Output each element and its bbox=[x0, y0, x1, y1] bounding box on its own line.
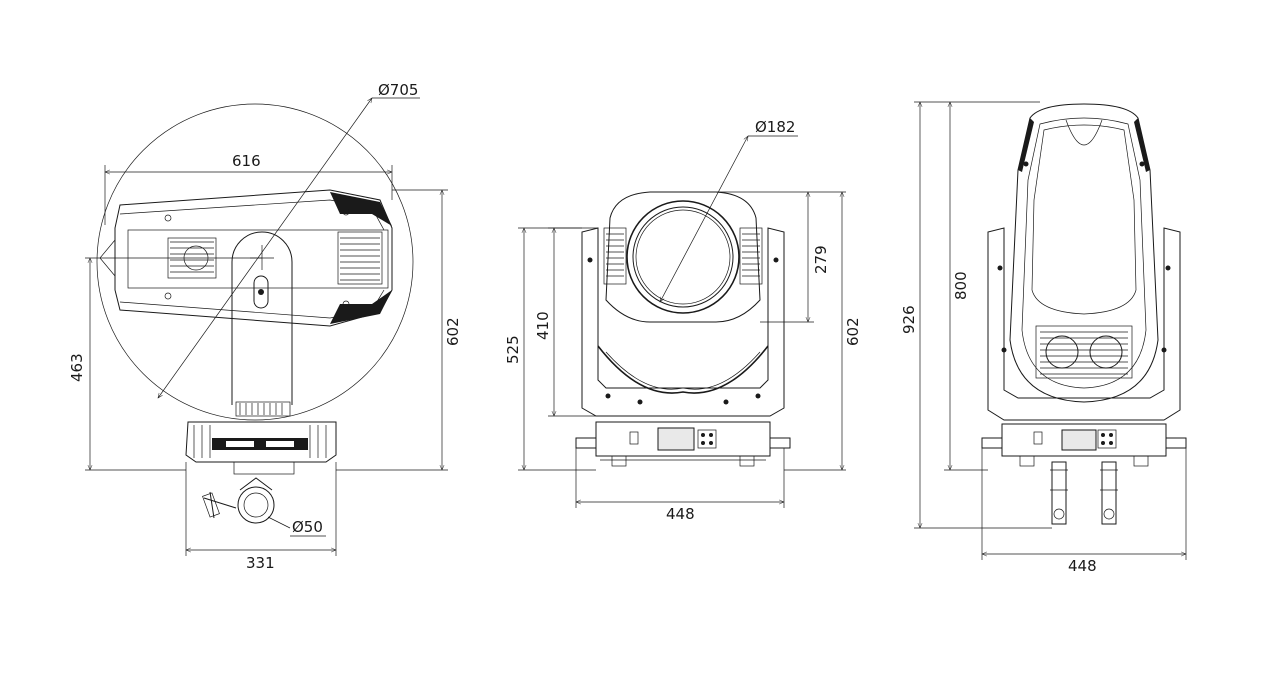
side-clamp: Ø50 bbox=[202, 477, 326, 537]
back-head bbox=[1009, 103, 1159, 403]
back-body-height-label: 800 bbox=[952, 271, 970, 300]
front-display-screen bbox=[657, 427, 695, 451]
lens-diameter-label: Ø182 bbox=[755, 118, 795, 136]
sweep-diameter-line bbox=[158, 98, 372, 398]
back-base-width-label: 448 bbox=[1068, 557, 1097, 575]
back-view: 926 800 448 bbox=[900, 102, 1186, 575]
head-length-label: 616 bbox=[232, 152, 261, 170]
back-max-height-label: 926 bbox=[900, 305, 918, 334]
head-height-label: 279 bbox=[812, 245, 830, 274]
back-display-screen bbox=[1061, 429, 1097, 451]
back-clamps bbox=[1050, 461, 1118, 525]
yoke-height-label: 410 bbox=[534, 311, 552, 340]
front-base-width-label: 448 bbox=[666, 505, 695, 523]
side-total-height-label: 602 bbox=[444, 317, 462, 346]
sweep-diameter-label: Ø705 bbox=[378, 81, 418, 99]
side-base-width-label: 331 bbox=[246, 554, 275, 572]
side-head bbox=[99, 189, 393, 327]
front-lens bbox=[632, 206, 734, 308]
front-total-height-label: 602 bbox=[844, 317, 862, 346]
front-lens-outer bbox=[626, 200, 740, 314]
arm-height-label: 525 bbox=[504, 335, 522, 364]
back-yoke bbox=[987, 227, 1181, 421]
front-view: Ø182 279 602 410 525 bbox=[504, 118, 862, 523]
back-base bbox=[981, 423, 1187, 467]
side-base bbox=[185, 421, 337, 475]
back-fan-grille bbox=[1035, 325, 1133, 379]
front-base bbox=[575, 421, 791, 467]
clamp-diameter-label: Ø50 bbox=[292, 518, 323, 536]
side-view: Ø705 bbox=[68, 81, 462, 572]
side-yoke-arm bbox=[231, 231, 293, 417]
front-head bbox=[603, 191, 763, 323]
pivot-height-label: 463 bbox=[68, 353, 86, 382]
lens-diameter-line bbox=[659, 136, 749, 302]
